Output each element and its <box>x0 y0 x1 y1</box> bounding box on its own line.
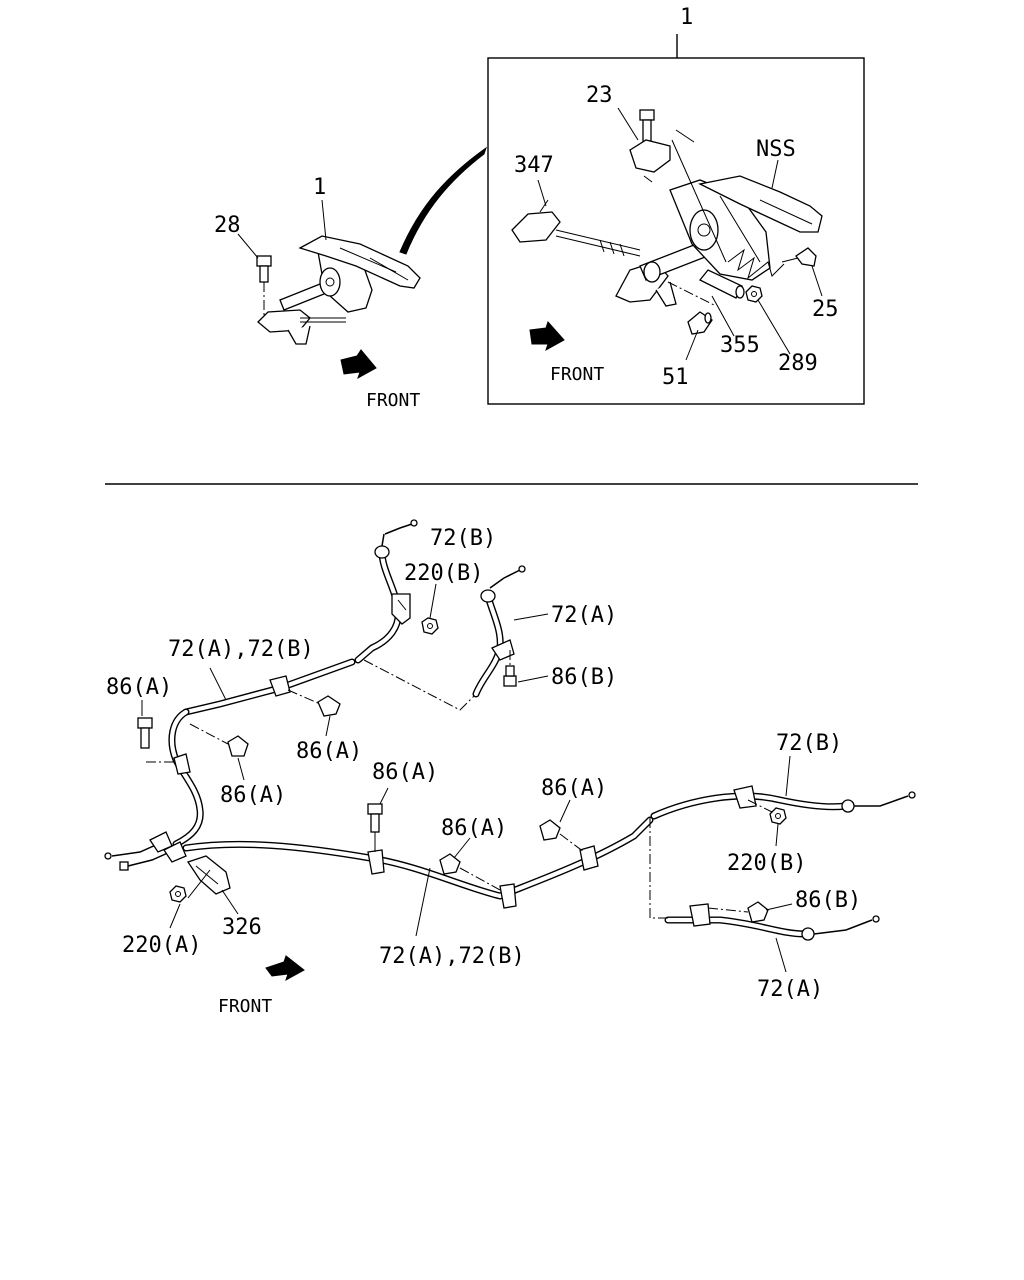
front-arrow-bottom <box>265 955 305 982</box>
nut-220a <box>169 869 211 929</box>
bolt-86a-lower-mid <box>439 837 501 891</box>
junction-upper <box>363 659 475 711</box>
front-text-left: FRONT <box>366 390 420 411</box>
cable-72b-upper <box>354 519 418 664</box>
label-bolt-28: 28 <box>214 213 241 238</box>
bolt-86a-right-mid <box>539 799 585 853</box>
bolt-86a-center <box>367 787 389 852</box>
lever-assembly-overview <box>237 199 421 345</box>
label-rod-347: 347 <box>514 153 554 178</box>
detail-frame <box>487 57 865 405</box>
nut-220b-right <box>747 799 787 847</box>
label-86a-left: 86(A) <box>106 675 172 700</box>
label-72a-right: 72(A) <box>757 977 823 1002</box>
bolt-86b-right <box>707 901 793 923</box>
cable-front-ends <box>104 831 187 871</box>
label-220b-right: 220(B) <box>727 851 806 876</box>
label-72ab-upper: 72(A),72(B) <box>168 637 314 662</box>
front-arrow-detail <box>529 321 565 352</box>
label-220a: 220(A) <box>122 933 201 958</box>
front-text-bottom: FRONT <box>218 996 272 1017</box>
label-86b-right: 86(B) <box>795 888 861 913</box>
label-86b-upper: 86(B) <box>551 665 617 690</box>
front-text-detail: FRONT <box>550 364 604 385</box>
detail-pointer <box>399 146 487 255</box>
label-nut-289: 289 <box>778 351 818 376</box>
lever-assembly-detail <box>511 107 823 361</box>
label-86a-lower-left: 86(A) <box>220 783 286 808</box>
label-screw-25: 25 <box>812 297 839 322</box>
label-86a-right-mid: 86(A) <box>541 776 607 801</box>
label-sleeve-355: 355 <box>720 333 760 358</box>
cable-72a-right <box>649 818 880 973</box>
label-72a-top: 72(A) <box>551 603 617 628</box>
label-bracket-bolt-23: 23 <box>586 83 613 108</box>
label-220b-top: 220(B) <box>404 561 483 586</box>
front-arrow-left <box>340 349 377 380</box>
label-pin-51: 51 <box>662 365 689 390</box>
cable-72ab-lower <box>182 816 654 937</box>
label-86a-center: 86(A) <box>372 760 438 785</box>
label-lever-overview: 1 <box>313 175 326 200</box>
bottom-section: 72(B) 220(B) 72(A) 72(A),72(B) 86(A) 86(… <box>104 519 916 1017</box>
cable-72b-right <box>650 755 916 820</box>
label-326: 326 <box>222 915 262 940</box>
bolt-86a-left <box>137 700 176 763</box>
cable-72a-upper <box>472 565 549 698</box>
label-86a-lower-mid: 86(A) <box>441 816 507 841</box>
bracket-326 <box>186 855 239 915</box>
label-grip-nss: NSS <box>756 137 796 162</box>
cable-72ab-upper <box>168 658 356 848</box>
bolt-86a-mid <box>287 689 341 737</box>
bolt-86a-lower-left <box>189 723 249 781</box>
nut-220b-top <box>421 583 439 635</box>
label-72b-right: 72(B) <box>776 731 842 756</box>
label-86a-mid: 86(A) <box>296 739 362 764</box>
top-section: 1 28 FRONT 1 23 347 NSS 25 355 289 51 FR… <box>214 5 865 411</box>
bolt-86b-upper <box>503 650 549 687</box>
label-assembly-1: 1 <box>680 5 693 30</box>
label-72b-top: 72(B) <box>430 526 496 551</box>
label-72ab-lower: 72(A),72(B) <box>379 944 525 969</box>
